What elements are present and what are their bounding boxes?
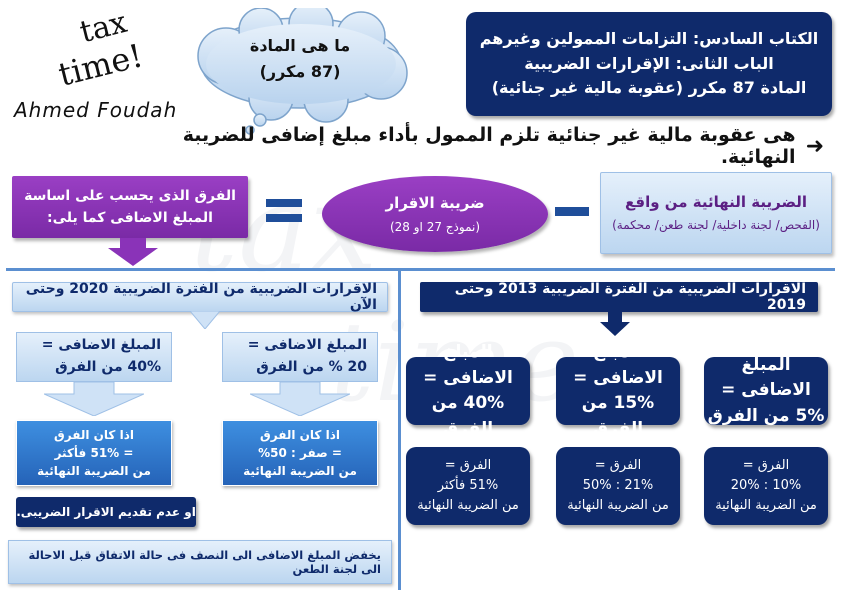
box-40b-line1: المبلغ الاضافى = xyxy=(41,337,161,353)
cond-3-line2: 51% فأكثر xyxy=(437,477,499,493)
difference-text: الفرق الذى يحسب على اساسة المبلغ الاضافى… xyxy=(24,187,236,226)
definition-row: ➜ هى عقوبة مالية غير جنائية تلزم الممول … xyxy=(118,124,824,168)
cond-2020-1-line2: = صفر : 50% xyxy=(258,446,342,460)
or-note-box: او عدم تقديم الاقرار الضريبى. xyxy=(16,497,196,527)
difference-box: الفرق الذى يحسب على اساسة المبلغ الاضافى… xyxy=(12,176,248,238)
header-line2: الباب الثانى: الإقرارات الضريبية xyxy=(524,53,774,73)
pale-big-arrow-right xyxy=(250,382,350,416)
cond-2-line3: من الضريبة النهائية xyxy=(567,498,669,514)
period-2020-cond-1: اذا كان الفرق = صفر : 50% من الضريبة الن… xyxy=(222,420,378,486)
cloud-line2: (87 مكرر) xyxy=(259,62,341,81)
final-tax-box: الضريبة النهائية من واقع (الفحص/ لجنة دا… xyxy=(600,172,832,254)
period-2020-title: الاقرارات الضريبية من الفترة الضريبية 20… xyxy=(12,281,388,313)
pale-down-arrow xyxy=(190,311,220,329)
final-tax-title: الضريبة النهائية من واقع xyxy=(625,192,808,211)
or-note-text: او عدم تقديم الاقرار الضريبى. xyxy=(16,505,196,519)
definition-text: هى عقوبة مالية غير جنائية تلزم الممول بأ… xyxy=(182,124,796,168)
box-40-line1: المبلغ الاضافى = xyxy=(423,342,513,388)
cond-2020-1-line3: من الضريبة النهائية xyxy=(243,464,357,478)
final-tax-sub: (الفحص/ لجنة داخلية/ لجنة طعن/ محكمة) xyxy=(612,217,820,232)
cloud-question: ما هى المادة (87 مكرر) xyxy=(220,24,380,94)
cond-2-line2: 21% : 50% xyxy=(582,477,654,493)
period-2020-box-20: المبلغ الاضافى = 20 % من الفرق xyxy=(222,332,378,382)
period-2013-title: الاقرارات الضريبية من الفترة الضريبية 20… xyxy=(420,281,818,313)
period-2020-box-40: المبلغ الاضافى = 40% من الفرق xyxy=(16,332,172,382)
header-line1: الكتاب السادس: التزامات الممولين وغيرهم xyxy=(479,28,819,48)
logo-author: Ahmed Foudah xyxy=(14,98,178,122)
box-15-line2: 15% من الفرق xyxy=(581,393,655,439)
cond-1-line3: من الضريبة النهائية xyxy=(715,498,817,514)
box-20-line2: 20 % من الفرق xyxy=(256,358,367,375)
cond-1-line2: 10% : 20% xyxy=(730,477,802,493)
cond-3-line1: الفرق = xyxy=(444,457,492,473)
box-5-line1: المبلغ الاضافى = xyxy=(721,354,811,401)
box-40-line2: 40% من الفرق xyxy=(431,393,505,439)
cond-2020-1-line1: اذا كان الفرق xyxy=(260,428,340,442)
cond-2020-2-line1: اذا كان الفرق xyxy=(54,428,134,442)
reduction-note-box: يخفض المبلغ الاضافى الى النصف فى حالة ال… xyxy=(8,540,392,584)
declared-tax-ellipse: ضريبة الاقرار (نموذج 27 او 28) xyxy=(322,176,548,252)
cond-2020-2-line3: من الضريبة النهائية xyxy=(37,464,151,478)
period-2013-cond-2: الفرق = 21% : 50% من الضريبة النهائية xyxy=(556,447,680,525)
arrow-left-icon: ➜ xyxy=(805,133,824,159)
minus-sign xyxy=(555,207,589,216)
logo: tax time! Ahmed Foudah xyxy=(12,5,180,130)
period-2013-cond-3: الفرق = 51% فأكثر من الضريبة النهائية xyxy=(406,447,530,525)
period-2013-cond-1: الفرق = 10% : 20% من الضريبة النهائية xyxy=(704,447,828,525)
thought-cloud-shape xyxy=(197,8,408,135)
box-40b-line2: 40% من الفرق xyxy=(55,358,161,375)
cond-1-line1: الفرق = xyxy=(742,457,790,473)
purple-down-arrow xyxy=(108,238,158,266)
box-15-line1: المبلغ الاضافى = xyxy=(573,342,663,388)
box-5-line2: 5% من الفرق xyxy=(707,405,825,426)
cond-2-line1: الفرق = xyxy=(594,457,642,473)
horizontal-divider xyxy=(6,268,835,271)
pale-big-arrow-left xyxy=(44,382,144,416)
declared-tax-sub: (نموذج 27 او 28) xyxy=(389,220,481,234)
cloud-line1: ما هى المادة xyxy=(249,36,351,56)
declared-tax-title: ضريبة الاقرار xyxy=(385,194,485,212)
equals-bar-bottom xyxy=(266,214,302,222)
equals-bar-top xyxy=(266,199,302,207)
box-20-line1: المبلغ الاضافى = xyxy=(247,337,367,353)
header-box: الكتاب السادس: التزامات الممولين وغيرهم … xyxy=(466,12,832,116)
cond-2020-2-line2: = 51% فأكثر xyxy=(54,446,134,460)
header-line3: المادة 87 مكرر (عقوبة مالية غير جنائية) xyxy=(491,78,807,98)
logo-time: time! xyxy=(54,36,147,94)
period-2013-box-15: المبلغ الاضافى = 15% من الفرق xyxy=(556,342,680,439)
period-2013-box-5: المبلغ الاضافى = 5% من الفرق xyxy=(704,355,828,426)
period-2013-box-40: المبلغ الاضافى = 40% من الفرق xyxy=(406,342,530,439)
cond-3-line3: من الضريبة النهائية xyxy=(417,498,519,514)
period-2020-cond-2: اذا كان الفرق = 51% فأكثر من الضريبة الن… xyxy=(16,420,172,486)
vertical-divider xyxy=(398,270,401,590)
navy-down-arrow xyxy=(600,312,630,336)
reduction-note-text: يخفض المبلغ الاضافى الى النصف فى حالة ال… xyxy=(28,548,381,576)
